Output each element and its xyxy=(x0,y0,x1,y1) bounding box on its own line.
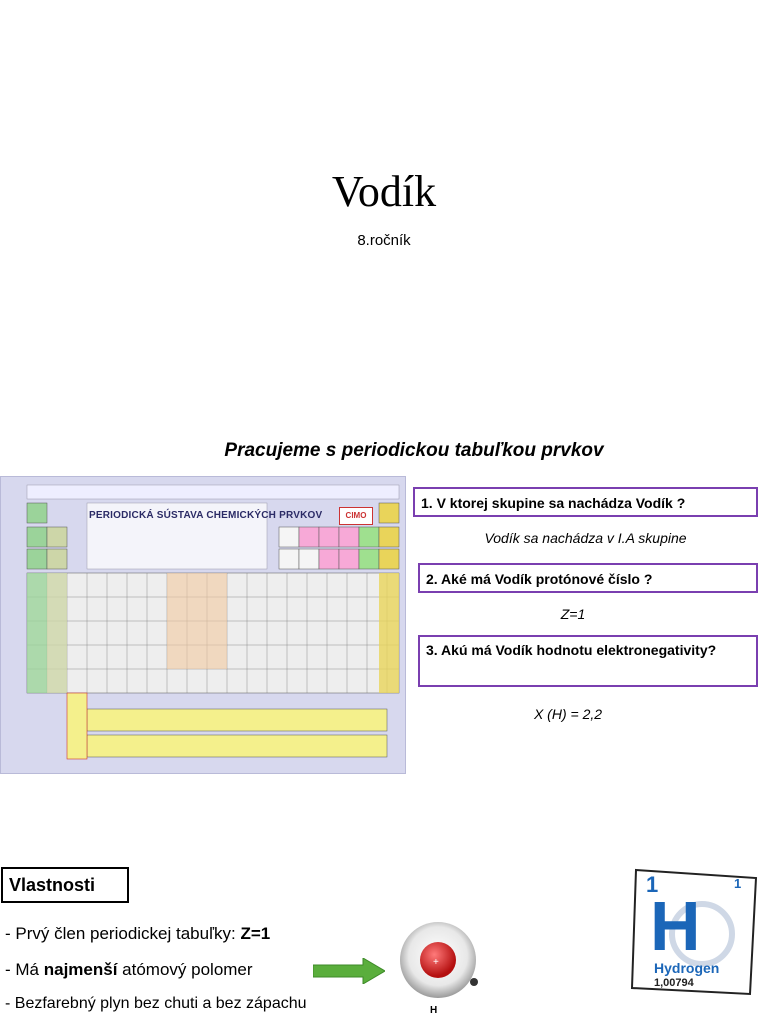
cimo-logo: CIMO xyxy=(339,507,373,525)
question-2: 2. Aké má Vodík protónové číslo ? xyxy=(426,571,653,587)
property-bullet-1: - Prvý člen periodickej tabuľky: Z=1 xyxy=(5,924,271,943)
section-heading: Pracujeme s periodickou tabuľkou prvkov xyxy=(224,440,604,461)
answer-1: Vodík sa nachádza v I.A skupine xyxy=(484,530,687,546)
periodic-table-image: PERIODICKÁ SÚSTAVA CHEMICKÝCH PRVKOV CIM… xyxy=(0,476,406,774)
atom-label: H xyxy=(430,1005,438,1016)
property-bullet-3: - Bezfarebný plyn bez chuti a bez zápach… xyxy=(5,995,307,1012)
element-name: Hydrogen xyxy=(654,960,720,976)
question-1: 1. V ktorej skupine sa nachádza Vodík ? xyxy=(421,495,686,511)
answer-3: X (H) = 2,2 xyxy=(533,706,603,722)
arrow-right-icon xyxy=(313,958,385,984)
slide-title: Vodík xyxy=(331,167,437,216)
properties-heading: Vlastnosti xyxy=(1,867,129,903)
element-card-frame xyxy=(630,868,758,996)
property-bullet-2: - Má najmenší atómový polomer xyxy=(5,960,253,979)
question-3-box: 3. Akú má Vodík hodnotu elektronegativit… xyxy=(418,635,758,687)
slide-subtitle: 8.ročník xyxy=(357,232,411,249)
answer-2: Z=1 xyxy=(560,606,586,622)
question-1-box: 1. V ktorej skupine sa nachádza Vodík ? xyxy=(413,487,758,517)
svg-text:+: + xyxy=(433,957,439,968)
element-number: 1 xyxy=(646,872,659,897)
question-2-box: 2. Aké má Vodík protónové číslo ? xyxy=(418,563,758,593)
periodic-table-title: PERIODICKÁ SÚSTAVA CHEMICKÝCH PRVKOV xyxy=(89,510,323,521)
hydrogen-element-card: 1 1 H Hydrogen 1,00794 xyxy=(630,868,758,996)
periodic-table-grid xyxy=(26,484,400,760)
title-slide: Vodík 8.ročník xyxy=(0,0,768,420)
element-group: 1 xyxy=(734,876,742,891)
element-symbol: H xyxy=(650,887,701,965)
element-mass: 1,00794 xyxy=(654,977,694,989)
hydrogen-atom-icon: + xyxy=(400,922,478,998)
question-3: 3. Akú má Vodík hodnotu elektronegativit… xyxy=(426,642,717,658)
